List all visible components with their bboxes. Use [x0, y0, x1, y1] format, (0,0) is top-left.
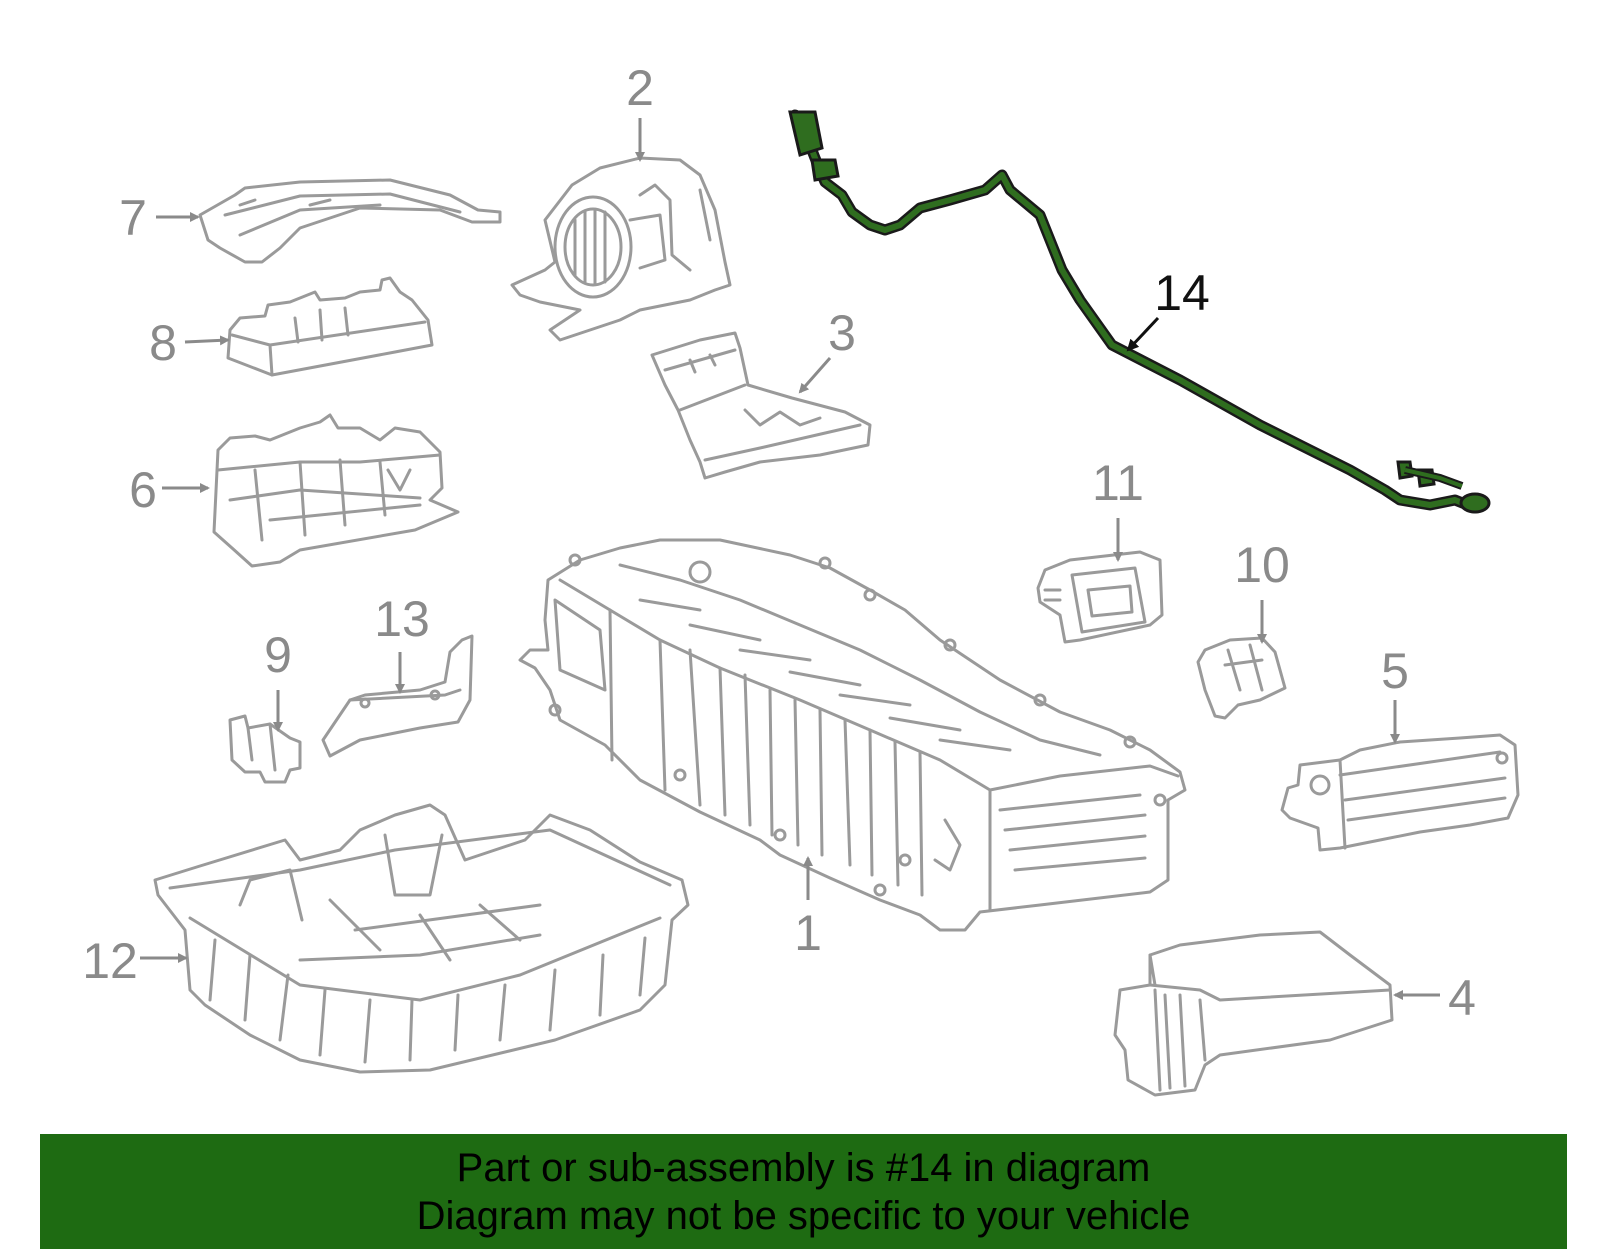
part-13-bracket: [321, 634, 474, 758]
callout-8: 8: [149, 315, 177, 371]
part-1-battery-pack: [518, 538, 1187, 932]
callout-7: 7: [119, 190, 147, 246]
callout-2: 2: [626, 60, 654, 116]
callout-11: 11: [1092, 455, 1144, 511]
banner-line-disclaimer: Diagram may not be specific to your vehi…: [416, 1194, 1191, 1238]
part-5-channel: [1280, 733, 1520, 852]
callout-10: 10: [1234, 537, 1290, 593]
part-6-frame: [212, 413, 460, 568]
banner-line-part-number: Part or sub-assembly is #14 in diagram: [456, 1146, 1151, 1190]
callout-6: 6: [129, 462, 157, 518]
callout-9: 9: [264, 627, 292, 683]
callout-3: 3: [828, 305, 856, 361]
part-8-box: [226, 276, 434, 377]
part-3-duct: [650, 331, 872, 480]
part-9-clip: [228, 714, 302, 784]
callout-14-highlighted: 14: [1154, 265, 1210, 321]
part-14-wiring-harness: [788, 109, 1491, 514]
callout-numbers: 1 2 3 4 5 6 7 8 9 10 11 12 13 14: [82, 60, 1476, 1026]
callout-4: 4: [1448, 970, 1476, 1026]
info-banner: Part or sub-assembly is #14 in diagram D…: [40, 1134, 1567, 1249]
leader-arrows: [140, 118, 1440, 1000]
part-12-tray: [153, 803, 690, 1074]
part-2-blower: [510, 156, 732, 342]
callout-12: 12: [82, 933, 138, 989]
part-7-duct: [198, 178, 502, 264]
part-4-cover: [1113, 930, 1394, 1097]
callout-1: 1: [794, 905, 822, 961]
part-10-clip: [1196, 636, 1287, 720]
part-11-module: [1036, 550, 1164, 644]
callout-13: 13: [374, 591, 430, 647]
callout-5: 5: [1381, 643, 1409, 699]
